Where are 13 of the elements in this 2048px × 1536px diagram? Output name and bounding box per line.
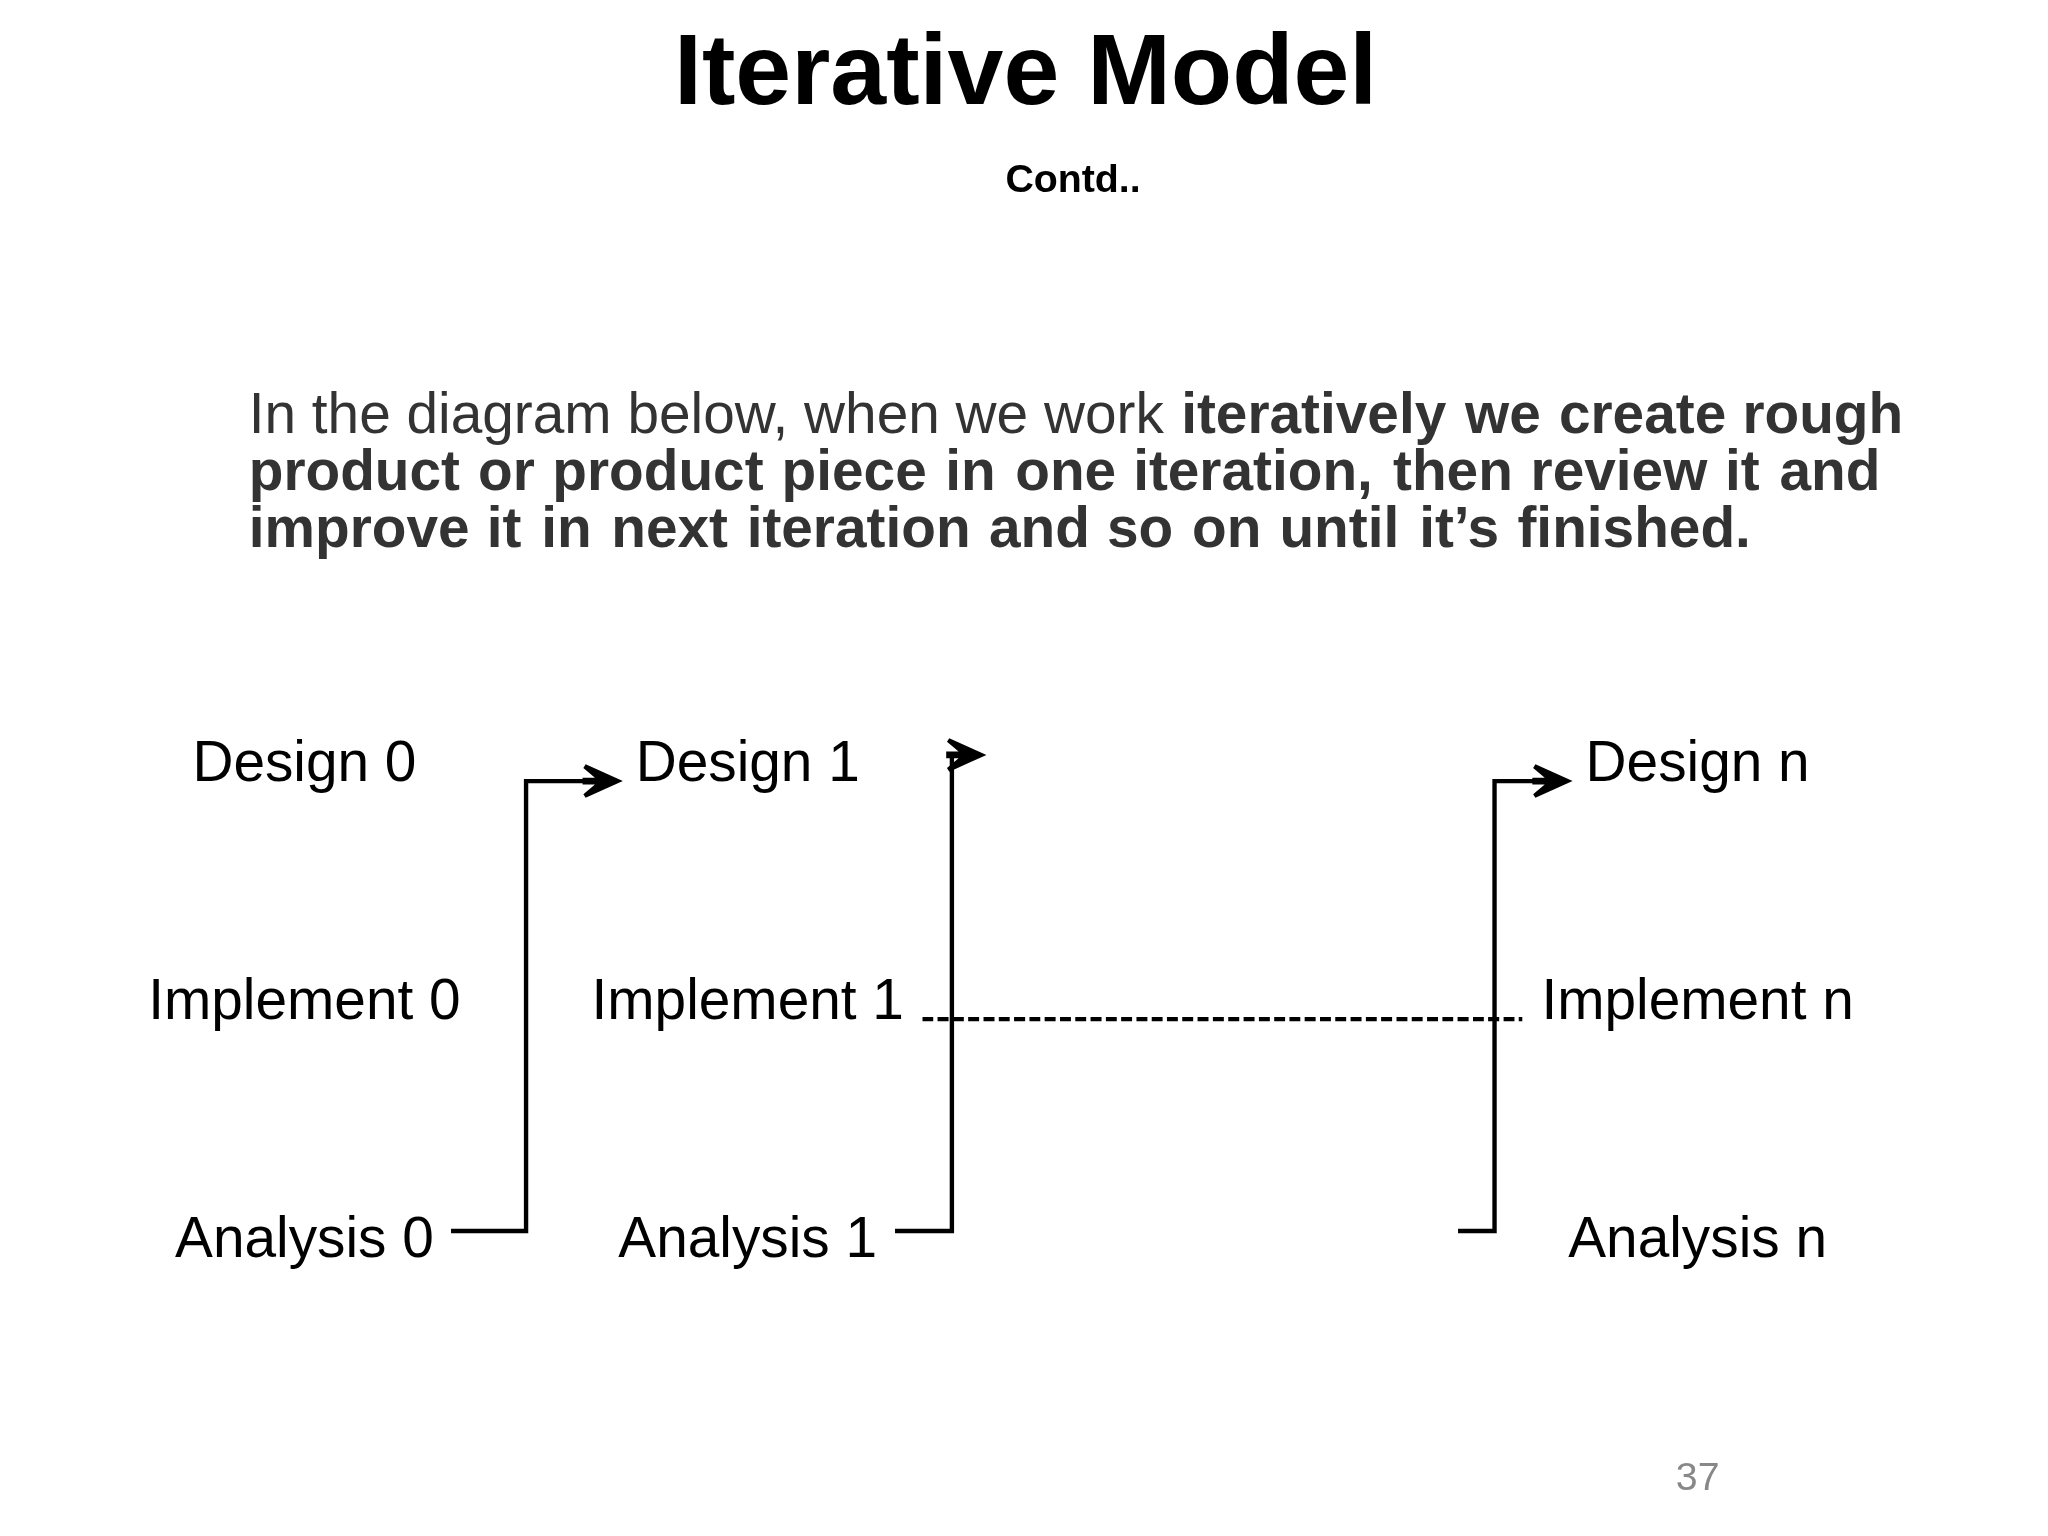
node-text: Implement 1 xyxy=(591,967,904,1031)
node-text: Design 1 xyxy=(635,729,860,793)
node-text: Analysis n xyxy=(1567,1205,1827,1269)
label: 37 xyxy=(1675,1453,1719,1498)
node-text: Implement n xyxy=(1540,967,1854,1031)
node-text: Analysis 1 xyxy=(617,1205,877,1269)
diagram-title: Iterative Model xyxy=(673,12,1377,125)
node-text: Analysis 0 xyxy=(174,1205,434,1269)
label: In the diagram below, when we work iteratively we create rough product or product piece in one iteration, then review it and improve it in next iteration and so on until it’s finished. xyxy=(248,382,1903,560)
label: Contd.. xyxy=(1004,156,1141,201)
node-text: Design 0 xyxy=(191,729,416,793)
node-text: Implement 0 xyxy=(147,967,461,1031)
node-text: Design n xyxy=(1585,729,1810,793)
